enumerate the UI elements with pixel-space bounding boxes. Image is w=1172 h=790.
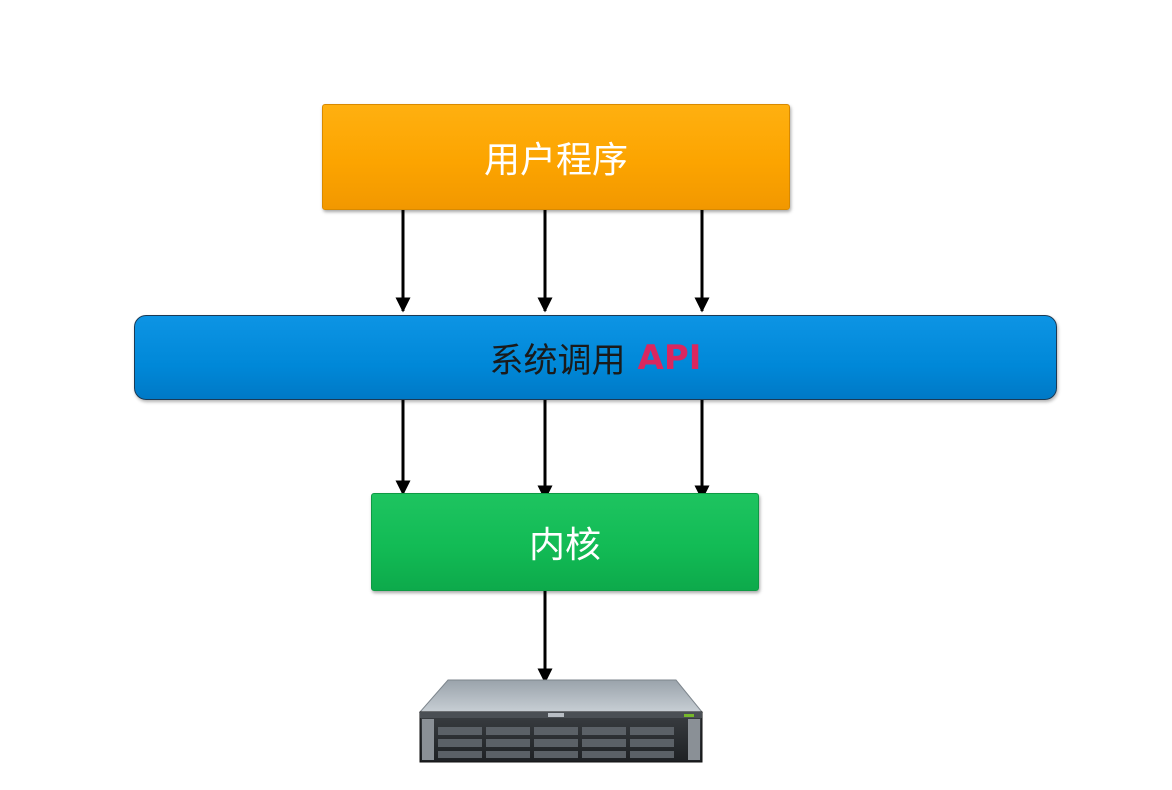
server-hardware-icon	[418, 679, 704, 763]
syscall-api-label: 系统调用	[489, 341, 626, 381]
syscall-api-box: 系统调用 API	[134, 315, 1057, 400]
kernel-box: 内核	[371, 493, 759, 591]
user-program-label: 用户程序	[483, 140, 628, 181]
user-program-box: 用户程序	[322, 104, 790, 210]
syscall-api-accent: API	[637, 337, 702, 378]
kernel-label: 内核	[528, 525, 601, 566]
